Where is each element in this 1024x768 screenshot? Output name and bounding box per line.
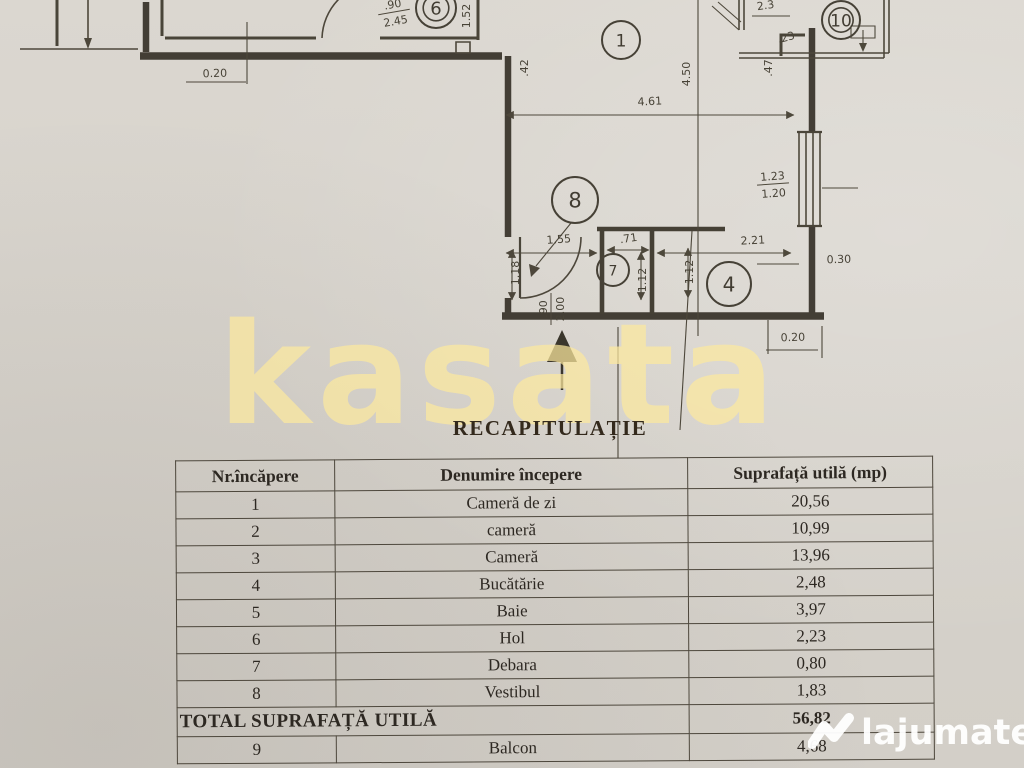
room-number: 4 xyxy=(706,261,752,307)
svg-text:6: 6 xyxy=(430,0,441,20)
table-cell: 9 xyxy=(177,735,337,764)
table-cell: Bucătărie xyxy=(335,569,689,599)
table-cell: 6 xyxy=(176,625,336,654)
svg-text:8: 8 xyxy=(568,189,581,213)
table-cell: 3 xyxy=(176,544,336,573)
dimension-label: .71 xyxy=(619,231,638,246)
table-cell: 5 xyxy=(176,598,336,627)
svg-text:7: 7 xyxy=(609,263,618,279)
lajumate-watermark: lajumate.ro xyxy=(808,712,1024,754)
svg-text:1.23: 1.23 xyxy=(760,169,785,184)
table-cell: 4 xyxy=(176,571,336,600)
table-cell: Cameră de zi xyxy=(334,488,688,518)
fraction-dimension-label: 1.23 1.20 xyxy=(757,169,789,201)
dimension-label: 0.20 xyxy=(780,331,805,345)
fraction-dimension-label: .902.45 xyxy=(378,0,410,30)
leader-arrowhead xyxy=(529,264,540,277)
dimension-label: 1.12 xyxy=(636,268,649,293)
table-cell: 2 xyxy=(175,517,336,546)
plan-labels: 0.20 1.52 .42 4.61 4.50 2.3 .23.47 0.30 0.20 1.55… xyxy=(202,0,861,345)
dimension-label: 1.12 xyxy=(683,260,696,285)
dim-arrowhead xyxy=(859,43,867,52)
svg-text:1.20: 1.20 xyxy=(761,186,786,201)
room-number: 7 xyxy=(596,253,630,287)
dimension-label: .47 xyxy=(762,59,775,77)
room-number: 1 xyxy=(601,20,641,60)
kasata-watermark: kasata xyxy=(218,294,781,457)
table-cell: Vestibul xyxy=(335,677,690,707)
table-cell: 3,97 xyxy=(688,595,934,624)
table-cell: 0,80 xyxy=(688,649,934,678)
table-cell: 1,83 xyxy=(688,676,935,705)
table-cell: 7 xyxy=(176,652,336,681)
dimension-label: .42 xyxy=(518,59,531,77)
dimension-lines xyxy=(186,0,858,458)
dim-arrowhead xyxy=(84,38,92,49)
floor-plan: 0.20 1.52 .42 4.61 4.50 2.3 .23.47 0.30 0.20 1.55… xyxy=(20,0,890,458)
table-cell: 13,96 xyxy=(688,541,934,570)
table-cell: Baie xyxy=(335,596,689,626)
dimension-label: 4.61 xyxy=(637,94,662,108)
table-cell: 20,56 xyxy=(687,487,933,516)
dimension-label: 2.3 xyxy=(756,0,775,13)
table-cell: Balcon xyxy=(336,733,690,763)
table-cell: 10,99 xyxy=(687,514,934,543)
total-label: TOTAL SUPRAFAȚĂ UTILĂ xyxy=(177,704,690,737)
walls xyxy=(20,0,824,320)
col-header-denumire: Denumire începere xyxy=(334,457,688,491)
room-number: 8 xyxy=(551,176,599,224)
lajumate-logo-icon xyxy=(808,713,854,749)
table-cell: 1 xyxy=(175,490,335,519)
col-header-suprafata: Suprafață utilă (mp) xyxy=(687,456,933,489)
svg-text:2.00: 2.00 xyxy=(554,297,567,322)
table-cell: Hol xyxy=(335,623,689,653)
dimension-label: 1.55 xyxy=(546,232,571,247)
table-cell: 2,23 xyxy=(688,622,934,651)
svg-text:.90: .90 xyxy=(383,0,402,13)
svg-text:1: 1 xyxy=(616,31,627,51)
entrance-arrow xyxy=(547,330,577,390)
lajumate-text: lajumate xyxy=(861,713,1024,753)
col-header-nr: Nr.încăpere xyxy=(175,459,335,492)
table-cell: cameră xyxy=(334,515,689,545)
table-cell: Cameră xyxy=(335,542,689,572)
table-header-row: Nr.încăpere Denumire începere Suprafață … xyxy=(175,456,933,492)
svg-text:.90: .90 xyxy=(537,300,550,318)
room-number: 6 xyxy=(415,0,457,29)
fraction-dimension-label: .90 2.00 xyxy=(537,293,567,325)
table-cell: Debara xyxy=(335,650,689,680)
dimension-label: 0.30 xyxy=(826,253,851,267)
room-number: 10 xyxy=(821,0,861,40)
dimension-label: 2.21 xyxy=(740,233,765,247)
table-cell: 2,48 xyxy=(688,568,934,597)
dimension-label: 4.50 xyxy=(680,62,693,87)
svg-text:10: 10 xyxy=(830,11,852,31)
svg-text:4: 4 xyxy=(723,272,736,296)
balcony xyxy=(711,0,890,59)
dimension-label: .23 xyxy=(776,29,796,46)
recap-title: RECAPITULAȚIE xyxy=(452,416,648,440)
dimension-label: 1.52 xyxy=(460,4,473,29)
table-cell: 8 xyxy=(176,679,337,708)
window xyxy=(797,130,822,228)
dimension-label: 1.18 xyxy=(509,261,522,286)
dimension-label: 0.20 xyxy=(202,67,227,81)
svg-text:2.45: 2.45 xyxy=(382,13,408,30)
